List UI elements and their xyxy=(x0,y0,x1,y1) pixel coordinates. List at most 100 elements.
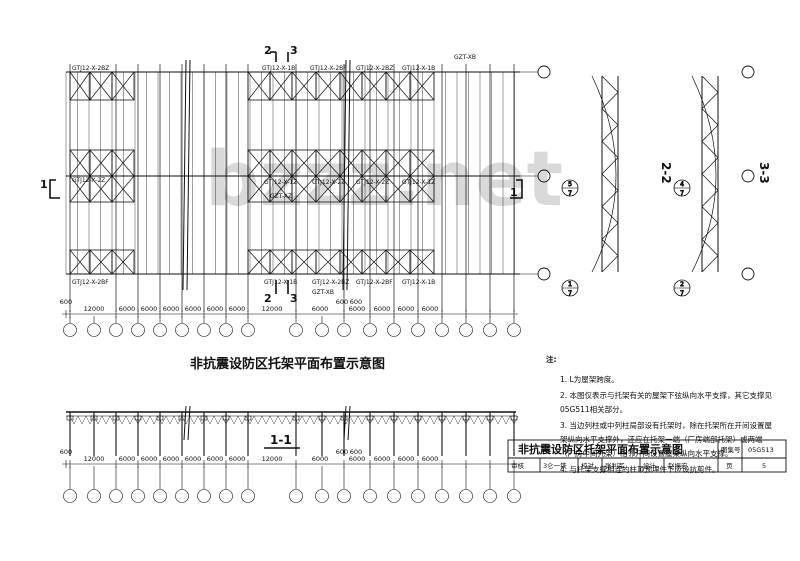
plan-grid xyxy=(65,59,551,312)
bracing-diagonal xyxy=(361,149,387,177)
truss-web xyxy=(69,415,75,425)
bracing-bay xyxy=(111,175,135,203)
dimension-text: 6000 xyxy=(229,455,246,463)
section-1-1 xyxy=(66,405,519,456)
truss-web xyxy=(701,92,719,109)
truss-web xyxy=(317,415,323,425)
truss-web xyxy=(97,415,103,425)
truss-web xyxy=(377,415,383,425)
note-line: 架纵向水平支撑外，还应在托架一端（厂房端部托架）或两端 xyxy=(560,434,763,444)
truss-web xyxy=(353,415,359,425)
truss-web xyxy=(125,415,131,425)
truss-label: GZT-XB xyxy=(312,289,334,296)
truss-web xyxy=(397,415,403,425)
dimension-text: 6000 xyxy=(185,455,202,463)
bracing-diagonal xyxy=(111,175,135,203)
truss-web xyxy=(601,255,619,273)
dimension-text: 600 xyxy=(350,298,362,306)
truss-web xyxy=(213,415,219,425)
notes: 注: 1. L为屋架跨度。 2. 本图仅表示与托架有关的屋架下弦纵向水平支撑，其… xyxy=(546,354,773,474)
bracing-diagonal xyxy=(385,71,411,101)
truss-web xyxy=(409,415,415,425)
axis-bubble xyxy=(315,489,329,503)
bracing-diagonal xyxy=(247,149,271,177)
truss-web xyxy=(361,415,367,425)
truss-web xyxy=(393,415,399,425)
truss-web xyxy=(601,206,619,224)
axis-bubble xyxy=(219,323,233,337)
truss-web xyxy=(253,415,259,425)
bracing-diagonal xyxy=(111,71,135,101)
truss-web xyxy=(325,415,331,425)
truss-web xyxy=(297,415,303,425)
dimension-text: 6000 xyxy=(163,455,180,463)
truss-web xyxy=(177,415,183,425)
dimension-text: 6000 xyxy=(349,305,366,313)
truss-web xyxy=(701,222,719,240)
note-line: 3. 当边列柱或中列柱局部设有托架时，除在托架所在开间设置屋 xyxy=(560,420,773,430)
dimension-text: 6000 xyxy=(163,305,180,313)
axis-bubble xyxy=(741,169,755,183)
axis-bubble xyxy=(63,323,77,337)
bracing-diagonal xyxy=(269,71,293,101)
truss-web xyxy=(465,415,471,425)
axis-bubble xyxy=(197,489,211,503)
page-number: 5 xyxy=(762,462,766,470)
dimension-text: 12000 xyxy=(84,455,105,463)
truss-web xyxy=(289,415,295,425)
axis-bubble xyxy=(337,489,351,503)
truss-web xyxy=(105,415,111,425)
truss-web xyxy=(149,415,155,425)
axis-bubble xyxy=(387,323,401,337)
bracing-bay xyxy=(111,249,135,275)
truss-web xyxy=(229,415,235,425)
dimension-text: 6000 xyxy=(422,305,439,313)
truss-web xyxy=(165,415,171,425)
axis-bubble xyxy=(153,323,167,337)
dimension-text: 600 xyxy=(60,298,72,306)
truss-web xyxy=(301,415,307,425)
dimension-text: 6000 xyxy=(141,455,158,463)
truss-web xyxy=(285,415,291,425)
truss-web xyxy=(197,415,203,425)
bracing-diagonal xyxy=(89,149,113,177)
bracing-diagonal xyxy=(111,249,135,275)
bracing-diagonal xyxy=(291,71,317,101)
axis-bubble xyxy=(131,323,145,337)
break-line xyxy=(186,59,191,291)
truss-web xyxy=(233,415,239,425)
truss-web xyxy=(601,108,619,126)
detail-bubble-bottom: 7 xyxy=(680,290,684,297)
bracing-diagonal xyxy=(247,249,271,275)
truss-web xyxy=(309,415,315,425)
dimension-text: 600 xyxy=(336,298,348,306)
truss-web xyxy=(701,255,719,273)
truss-web xyxy=(601,124,619,142)
truss-web xyxy=(265,415,271,425)
detail-bubble-bottom: 7 xyxy=(568,290,572,297)
truss-web xyxy=(269,415,275,425)
bracing-bay xyxy=(409,175,435,203)
title-block xyxy=(507,439,787,473)
bracing-diagonal xyxy=(69,71,91,101)
detail-bubble-bottom: 7 xyxy=(568,190,572,197)
bracing-diagonal xyxy=(89,249,113,275)
truss-web xyxy=(293,415,299,425)
truss-web xyxy=(489,415,495,425)
detail-3-3-title: 3-3 xyxy=(757,162,771,184)
truss-web xyxy=(85,415,91,425)
truss-web xyxy=(109,415,115,425)
truss-web xyxy=(469,415,475,425)
dimension-text: 12000 xyxy=(262,455,283,463)
bracing-diagonal xyxy=(247,71,271,101)
truss-web xyxy=(441,415,447,425)
dimension-text: 6000 xyxy=(229,305,246,313)
bracing-diagonal xyxy=(89,71,113,101)
axis-bubble xyxy=(219,489,233,503)
truss-web xyxy=(277,415,283,425)
truss-label: GTJ12-X-2BZ xyxy=(72,65,109,72)
bracing-diagonal xyxy=(361,249,387,275)
truss-web xyxy=(169,415,175,425)
break-line xyxy=(182,59,187,291)
